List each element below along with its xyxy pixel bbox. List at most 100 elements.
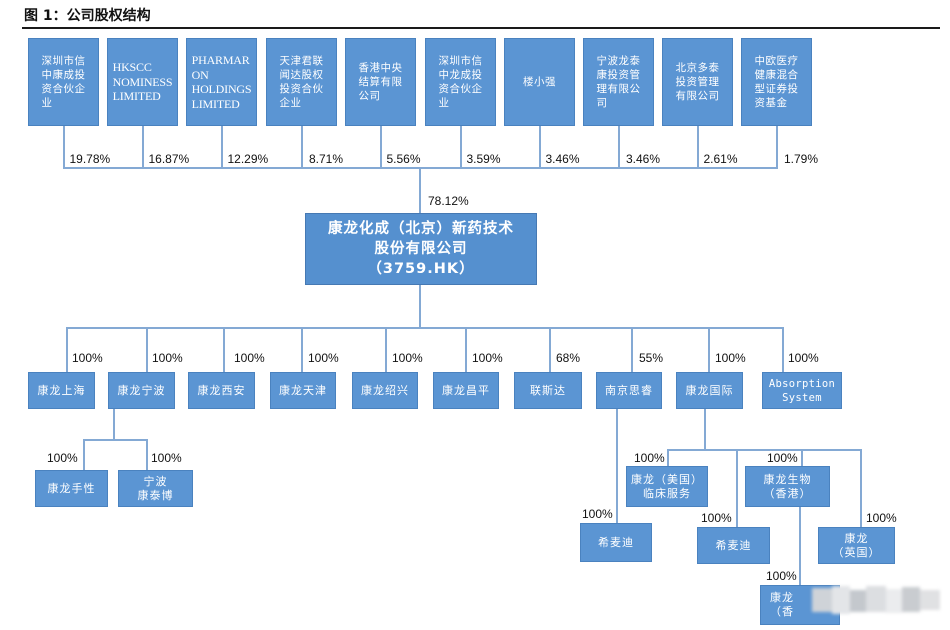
connector-line [736,450,738,527]
shareholder-box: 宁波龙泰 康投资管 理有限公 司 [583,38,654,126]
shareholding-percent: 19.78% [69,152,111,166]
shareholding-percent: 2.61% [703,152,738,166]
shareholder-box: 北京多泰 投资管理 有限公司 [662,38,733,126]
subsidiary-box: 南京思睿 [596,372,662,409]
subsidiary-name: Absorption System [768,377,836,404]
shareholder-name: 天津君联 闻达股权 投资合伙 企业 [279,55,324,109]
connector-line [860,450,862,527]
subsidiary-name: 康龙生物 （香港） [763,472,812,500]
connector-line [801,450,803,466]
subsidiary-percent: 100% [392,351,423,365]
subsidiary-percent: 55% [639,351,664,365]
connector-line [799,507,801,585]
connector-line [419,168,421,213]
parent-company-box: 康龙化成（北京）新药技术 股份有限公司 （3759.HK） [305,213,537,285]
subsidiary-percent: 100% [152,351,183,365]
subsidiary-percent: 100% [715,351,746,365]
subsidiary-box: 康龙生物 （香港） [745,466,830,507]
shareholder-name: 楼小强 [523,76,556,88]
subsidiary-percent: 100% [151,451,182,465]
shareholder-box: 楼小强 [504,38,575,126]
subsidiary-percent: 100% [634,451,665,465]
connector-line [66,328,68,372]
subsidiary-box: Absorption System [762,372,842,409]
subsidiary-box: 康龙绍兴 [352,372,418,409]
connector-line [141,126,144,169]
connector-line [62,126,65,169]
subsidiary-name: 康龙昌平 [442,383,490,397]
connector-line [631,328,633,372]
figure-title: 图 1：公司股权结构 [24,8,151,24]
subsidiary-percent: 100% [866,511,897,525]
connector-line [301,328,303,372]
subsidiary-name: 康龙天津 [279,383,327,397]
subsidiary-name: 康龙西安 [197,383,246,397]
subsidiary-name: 宁波 康泰博 [137,474,174,502]
shareholding-percent: 3.59% [466,152,501,166]
connector-line [775,126,778,169]
connector-line [385,328,387,372]
shareholding-percent: 16.87% [148,152,190,166]
subsidiary-percent: 100% [234,351,265,365]
connector-line [708,328,710,372]
subsidiary-name: 康龙 （香 [770,591,794,618]
connector-line [459,126,462,169]
shareholder-name: 深圳市信 中龙成投 资合伙企 业 [438,55,483,109]
shareholder-box: 中欧医疗 健康混合 型证券投 资基金 [741,38,812,126]
connector-line [419,285,421,329]
subsidiary-name: 希麦迪 [598,535,634,549]
connector-line [223,328,225,372]
connector-line [782,328,784,372]
watermark-blur [812,586,940,614]
subsidiary-percent: 100% [72,351,103,365]
shareholder-box: HKSCC NOMINESS LIMITED [107,38,178,126]
connector-line [300,126,303,169]
parent-company-name: 康龙化成（北京）新药技术 股份有限公司 （3759.HK） [328,221,514,277]
shareholder-box: 天津君联 闻达股权 投资合伙 企业 [266,38,337,126]
subsidiary-percent: 100% [472,351,503,365]
connector-line [83,439,148,441]
subsidiary-name: 康龙绍兴 [361,383,409,397]
connector-line [146,328,148,372]
connector-line [83,440,85,470]
title-rule [22,27,940,29]
subsidiary-name: 康龙宁波 [117,383,166,397]
subsidiary-box: 康龙国际 [676,372,743,409]
shareholder-box: 深圳市信 中康成投 资合伙企 业 [28,38,99,126]
shareholder-name: PHARMAR ON HOLDINGS LIMITED [191,53,252,111]
shareholder-name: 深圳市信 中康成投 资合伙企 业 [41,55,86,109]
shareholding-percent: 1.79% [784,152,819,166]
company-controlling-percent: 78.12% [428,194,469,208]
shareholder-name: 中欧医疗 健康混合 型证券投 资基金 [754,55,799,109]
shareholding-percent: 3.46% [626,152,661,166]
connector-line [667,450,669,466]
subsidiary-percent: 68% [556,351,581,365]
subsidiary-percent: 100% [47,451,78,465]
subsidiary-box: 康龙上海 [28,372,95,409]
subsidiary-percent: 100% [308,351,339,365]
subsidiary-box: 康龙天津 [270,372,336,409]
shareholding-percent: 5.56% [386,152,421,166]
subsidiary-name: 康龙手性 [47,481,96,495]
subsidiary-box: 康龙 （英国） [818,527,895,564]
subsidiary-name: 康龙（美国） 临床服务 [631,472,703,500]
subsidiary-percent: 100% [788,351,819,365]
shareholder-name: 北京多泰 投资管理 有限公司 [675,62,720,102]
connector-line [220,126,223,169]
subsidiary-box: 联斯达 [514,372,582,409]
connector-line [146,440,148,470]
connector-line [379,126,382,169]
shareholder-name: 宁波龙泰 康投资管 理有限公 司 [596,55,641,109]
shareholder-name: HKSCC NOMINESS LIMITED [112,60,173,104]
connector-line [465,328,467,372]
shareholder-name: 香港中央 结算有限 公司 [358,62,403,102]
connector-line [617,126,620,169]
shareholding-percent: 3.46% [545,152,580,166]
subsidiary-box: 希麦迪 [580,523,652,562]
subsidiary-box: 康龙宁波 [108,372,175,409]
subsidiary-percent: 100% [582,507,613,521]
subsidiary-box: 宁波 康泰博 [118,470,193,507]
connector-line [667,449,862,451]
connector-line [113,409,115,441]
